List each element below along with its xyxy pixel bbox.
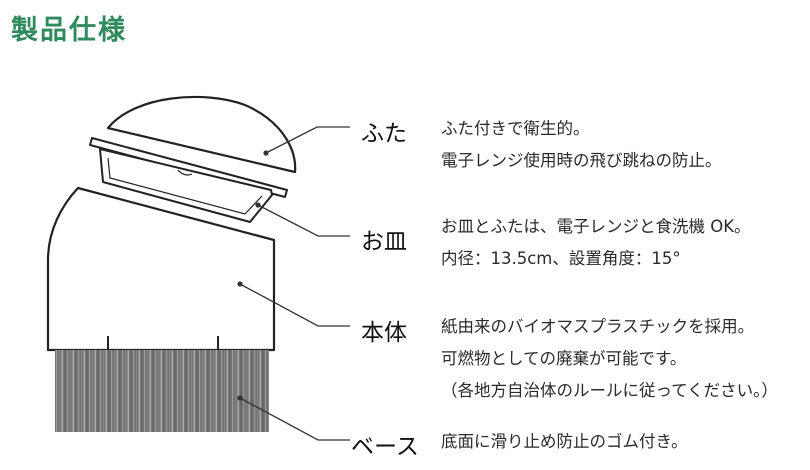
label-plate: お皿 xyxy=(361,229,407,255)
description-line: 紙由来のバイオマスプラスチックを採用。 xyxy=(441,317,755,336)
description-base: 底面に滑り止め防止のゴム付き。 xyxy=(441,426,688,458)
lid-shape xyxy=(106,95,297,174)
description-body: 紙由来のバイオマスプラスチックを採用。 可燃物としての廃棄が可能です。 （各地方… xyxy=(441,311,778,407)
description-line: ふた付きで衛生的。 xyxy=(441,119,590,138)
label-base: ベース xyxy=(351,434,419,460)
description-lid: ふた付きで衛生的。 電子レンジ使用時の飛び跳ねの防止。 xyxy=(441,113,722,177)
description-plate: お皿とふたは、電子レンジと食洗機 OK。 内径：13.5cm、設置角度：15° xyxy=(441,211,751,275)
base-shape xyxy=(55,350,269,432)
leader-lines xyxy=(237,126,350,441)
page-title: 製品仕様 xyxy=(11,15,127,46)
description-line: 内径：13.5cm、設置角度：15° xyxy=(441,249,681,268)
label-body: 本体 xyxy=(361,320,407,346)
description-line: 可燃物としての廃棄が可能です。 xyxy=(441,349,687,368)
label-lid: ふた xyxy=(361,121,407,147)
description-line: 底面に滑り止め防止のゴム付き。 xyxy=(441,432,688,451)
plate-shape xyxy=(89,137,288,223)
description-line: （各地方自治体のルールに従ってください。） xyxy=(441,381,778,400)
description-line: 電子レンジ使用時の飛び跳ねの防止。 xyxy=(441,151,722,170)
description-line: お皿とふたは、電子レンジと食洗機 OK。 xyxy=(441,217,751,236)
body-shape xyxy=(46,186,276,352)
